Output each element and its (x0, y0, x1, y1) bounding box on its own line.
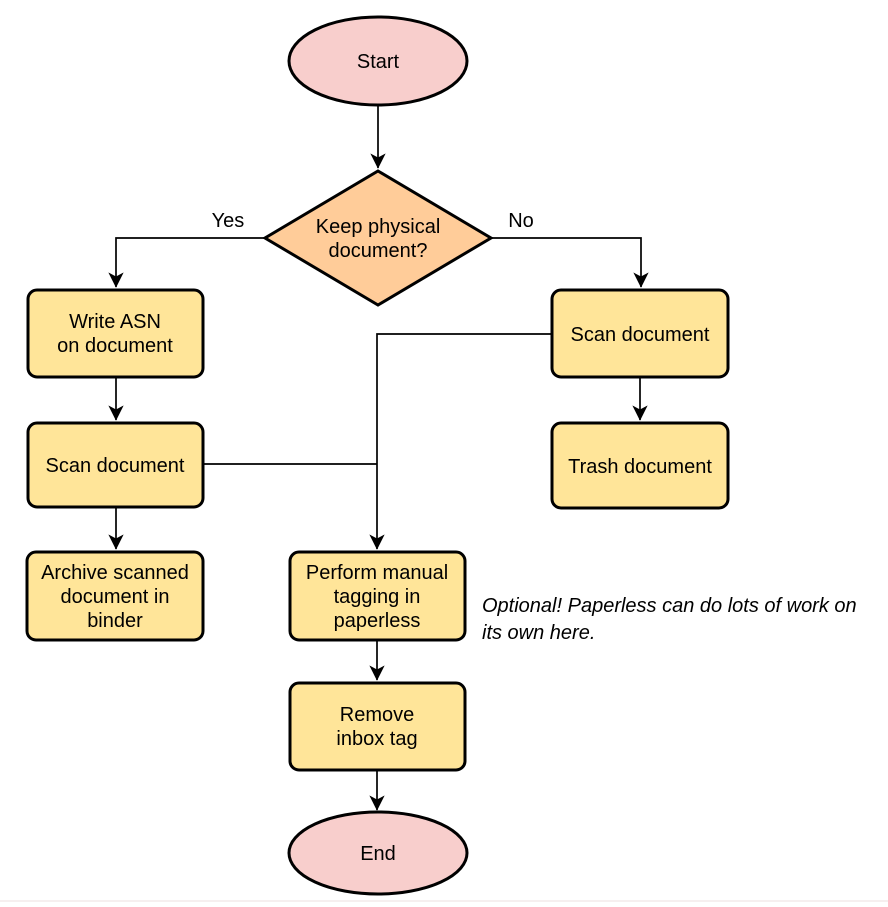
edge-scan-right-to-tagging (369, 333, 552, 550)
node-start: Start (287, 15, 469, 107)
note-line: its own here. (482, 622, 595, 644)
process-shape (550, 421, 730, 510)
node-label: End (360, 843, 396, 865)
node-label: binder (87, 610, 143, 632)
node-label: Keep physical (316, 216, 441, 238)
note-optional: Optional! Paperless can do lots of work … (482, 595, 857, 644)
node-label: Remove (340, 704, 414, 726)
process-shape (26, 421, 205, 509)
node-label: inbox tag (336, 728, 417, 750)
edges (108, 105, 649, 811)
terminal-shape (287, 15, 469, 107)
node-perform-manual-tagging: Perform manual tagging in paperless (288, 550, 467, 642)
terminal-shape (287, 810, 469, 896)
note-line: Optional! Paperless can do lots of work … (482, 595, 857, 617)
node-label: tagging in (334, 586, 421, 608)
process-shape (25, 550, 205, 642)
node-label: Start (357, 51, 400, 73)
decision-shape (262, 169, 494, 307)
process-shape (550, 288, 730, 379)
node-label: document? (329, 240, 428, 262)
node-label: Write ASN (69, 311, 161, 333)
node-remove-inbox-tag: Remove inbox tag (288, 681, 467, 772)
edge-label-yes: Yes (212, 210, 245, 232)
process-shape (288, 550, 467, 642)
process-shape (288, 681, 467, 772)
node-scan-document-left: Scan document (26, 421, 205, 509)
node-scan-document-right: Scan document (550, 288, 730, 379)
node-label: Archive scanned (41, 562, 189, 584)
node-label: Scan document (571, 324, 710, 346)
node-keep-physical-document: Keep physical document? (262, 169, 494, 307)
node-label: Scan document (46, 455, 185, 477)
node-archive-binder: Archive scanned document in binder (25, 550, 205, 642)
process-shape (26, 288, 205, 379)
node-label: paperless (334, 610, 421, 632)
node-label: document in (61, 586, 170, 608)
edge-decision-no-to-scan-right (491, 237, 649, 288)
node-label: on document (57, 335, 173, 357)
node-label: Trash document (568, 456, 712, 478)
node-label: Perform manual (306, 562, 448, 584)
edge-decision-yes-to-write-asn (108, 237, 265, 288)
node-trash-document: Trash document (550, 421, 730, 510)
node-write-asn: Write ASN on document (26, 288, 205, 379)
node-end: End (287, 810, 469, 896)
edge-label-no: No (508, 210, 534, 232)
